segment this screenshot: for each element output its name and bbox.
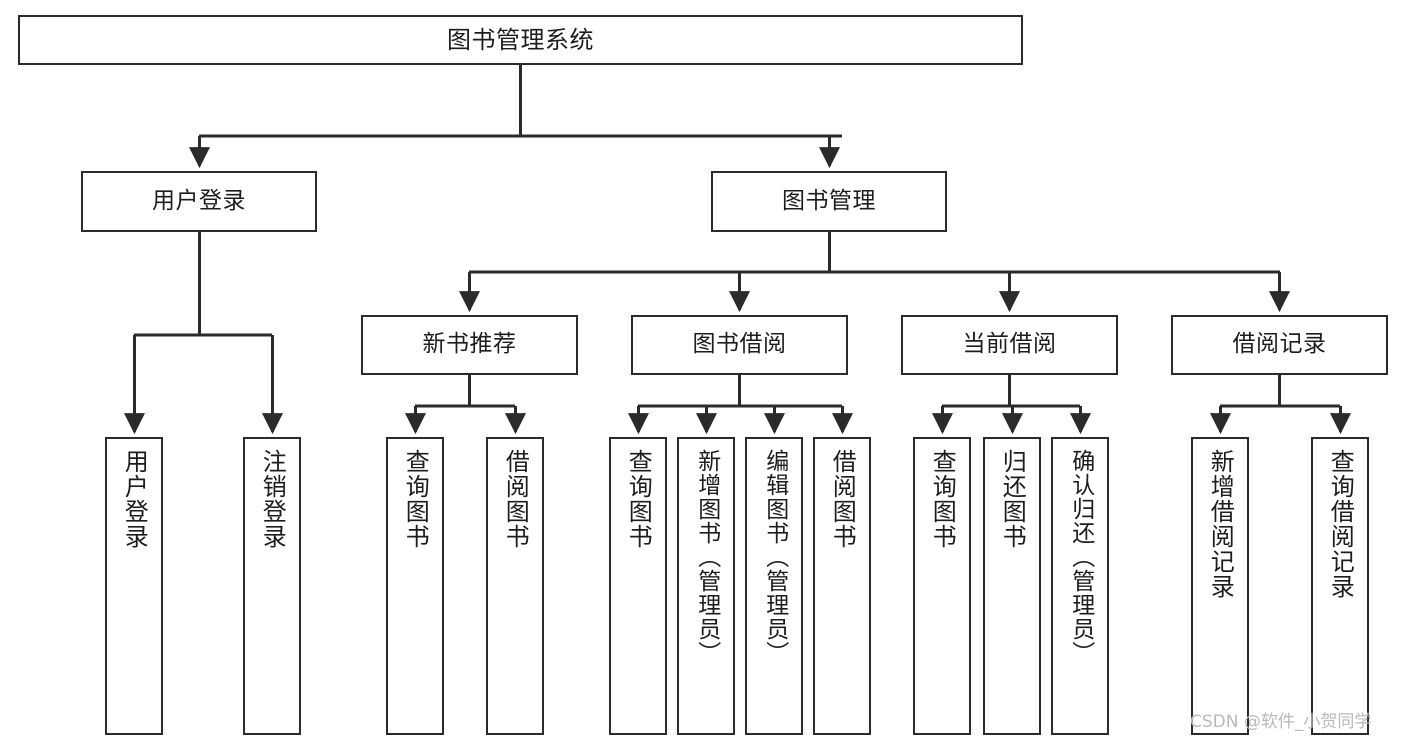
leaf-return-book-label: 归还图书	[998, 449, 1027, 549]
node-new-book-recommend[interactable]: 新书推荐	[361, 315, 578, 375]
leaf-query-book-cb-label: 查询图书	[928, 449, 957, 549]
leaf-borrow-book-bb-label: 借阅图书	[828, 449, 857, 549]
leaf-query-book-bb[interactable]: 查询图书	[609, 437, 667, 735]
node-book-borrow-label: 图书借阅	[692, 331, 787, 358]
node-borrow-record[interactable]: 借阅记录	[1171, 315, 1388, 375]
leaf-add-book-admin[interactable]: 新增图书（管理员）	[677, 437, 735, 735]
node-user-login-label: 用户登录	[152, 187, 246, 214]
leaf-user-login[interactable]: 用户登录	[105, 437, 163, 735]
node-book-borrow[interactable]: 图书借阅	[631, 315, 848, 375]
leaf-confirm-return-admin[interactable]: 确认归还（管理员）	[1051, 437, 1109, 735]
node-root-label: 图书管理系统	[447, 25, 594, 54]
leaf-user-login-label: 用户登录	[120, 449, 149, 549]
leaf-query-book-cb[interactable]: 查询图书	[913, 437, 971, 735]
leaf-logout-label: 注销登录	[258, 449, 287, 549]
leaf-add-borrow-record[interactable]: 新增借阅记录	[1191, 437, 1249, 735]
leaf-confirm-return-admin-label: 确认归还（管理员）	[1067, 449, 1094, 665]
leaf-edit-book-admin[interactable]: 编辑图书（管理员）	[745, 437, 803, 735]
node-book-management-label: 图书管理	[782, 187, 876, 214]
node-current-borrow[interactable]: 当前借阅	[901, 315, 1118, 375]
node-current-borrow-label: 当前借阅	[962, 331, 1057, 358]
leaf-query-book-nbr-label: 查询图书	[401, 449, 430, 549]
leaf-return-book[interactable]: 归还图书	[983, 437, 1041, 735]
leaf-query-book-bb-label: 查询图书	[624, 449, 653, 549]
leaf-query-book-nbr[interactable]: 查询图书	[386, 437, 444, 735]
node-root[interactable]: 图书管理系统	[18, 15, 1023, 65]
watermark: CSDN @软件_小贺同学	[1190, 712, 1372, 732]
leaf-edit-book-admin-label: 编辑图书（管理员）	[761, 449, 788, 665]
leaf-add-borrow-record-label: 新增借阅记录	[1206, 449, 1235, 599]
leaf-logout[interactable]: 注销登录	[243, 437, 301, 735]
leaf-borrow-book-nbr[interactable]: 借阅图书	[486, 437, 544, 735]
leaf-query-borrow-record[interactable]: 查询借阅记录	[1311, 437, 1369, 735]
leaf-add-book-admin-label: 新增图书（管理员）	[693, 449, 720, 665]
node-user-login[interactable]: 用户登录	[81, 171, 317, 232]
node-new-book-recommend-label: 新书推荐	[422, 331, 517, 358]
leaf-query-borrow-record-label: 查询借阅记录	[1326, 449, 1355, 599]
leaf-borrow-book-bb[interactable]: 借阅图书	[813, 437, 871, 735]
node-borrow-record-label: 借阅记录	[1232, 331, 1327, 358]
leaf-borrow-book-nbr-label: 借阅图书	[501, 449, 530, 549]
node-book-management[interactable]: 图书管理	[711, 171, 947, 232]
